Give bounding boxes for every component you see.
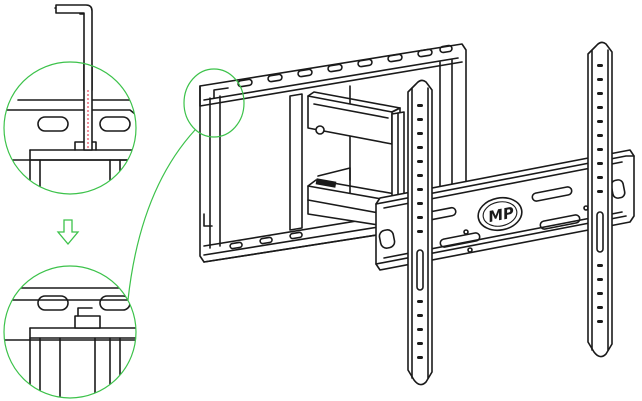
detail-callout-circle-main: [183, 68, 245, 138]
down-arrow-icon: [56, 219, 80, 246]
brand-logo: MP: [477, 196, 523, 232]
tv-vertical-arm-left: [407, 79, 433, 386]
detail-top-view: [3, 4, 137, 195]
brand-logo-text: MP: [487, 203, 516, 226]
callout-leader-line: [127, 129, 196, 301]
detail-bottom-view: [3, 265, 137, 399]
vertical-arm-right-holes: [596, 64, 604, 323]
detail-callout-circle-top: [3, 61, 137, 195]
bracket-slot-detail-bottom: [4, 287, 136, 398]
tv-horizontal-rail: MP: [375, 149, 635, 271]
detail-callout-circle-bottom: [3, 265, 137, 399]
wall-plate-slots: [229, 44, 453, 250]
vertical-arm-left-holes: [416, 104, 424, 359]
bracket-slot-detail-top: [4, 62, 136, 194]
tv-vertical-arm-right: [587, 41, 613, 358]
